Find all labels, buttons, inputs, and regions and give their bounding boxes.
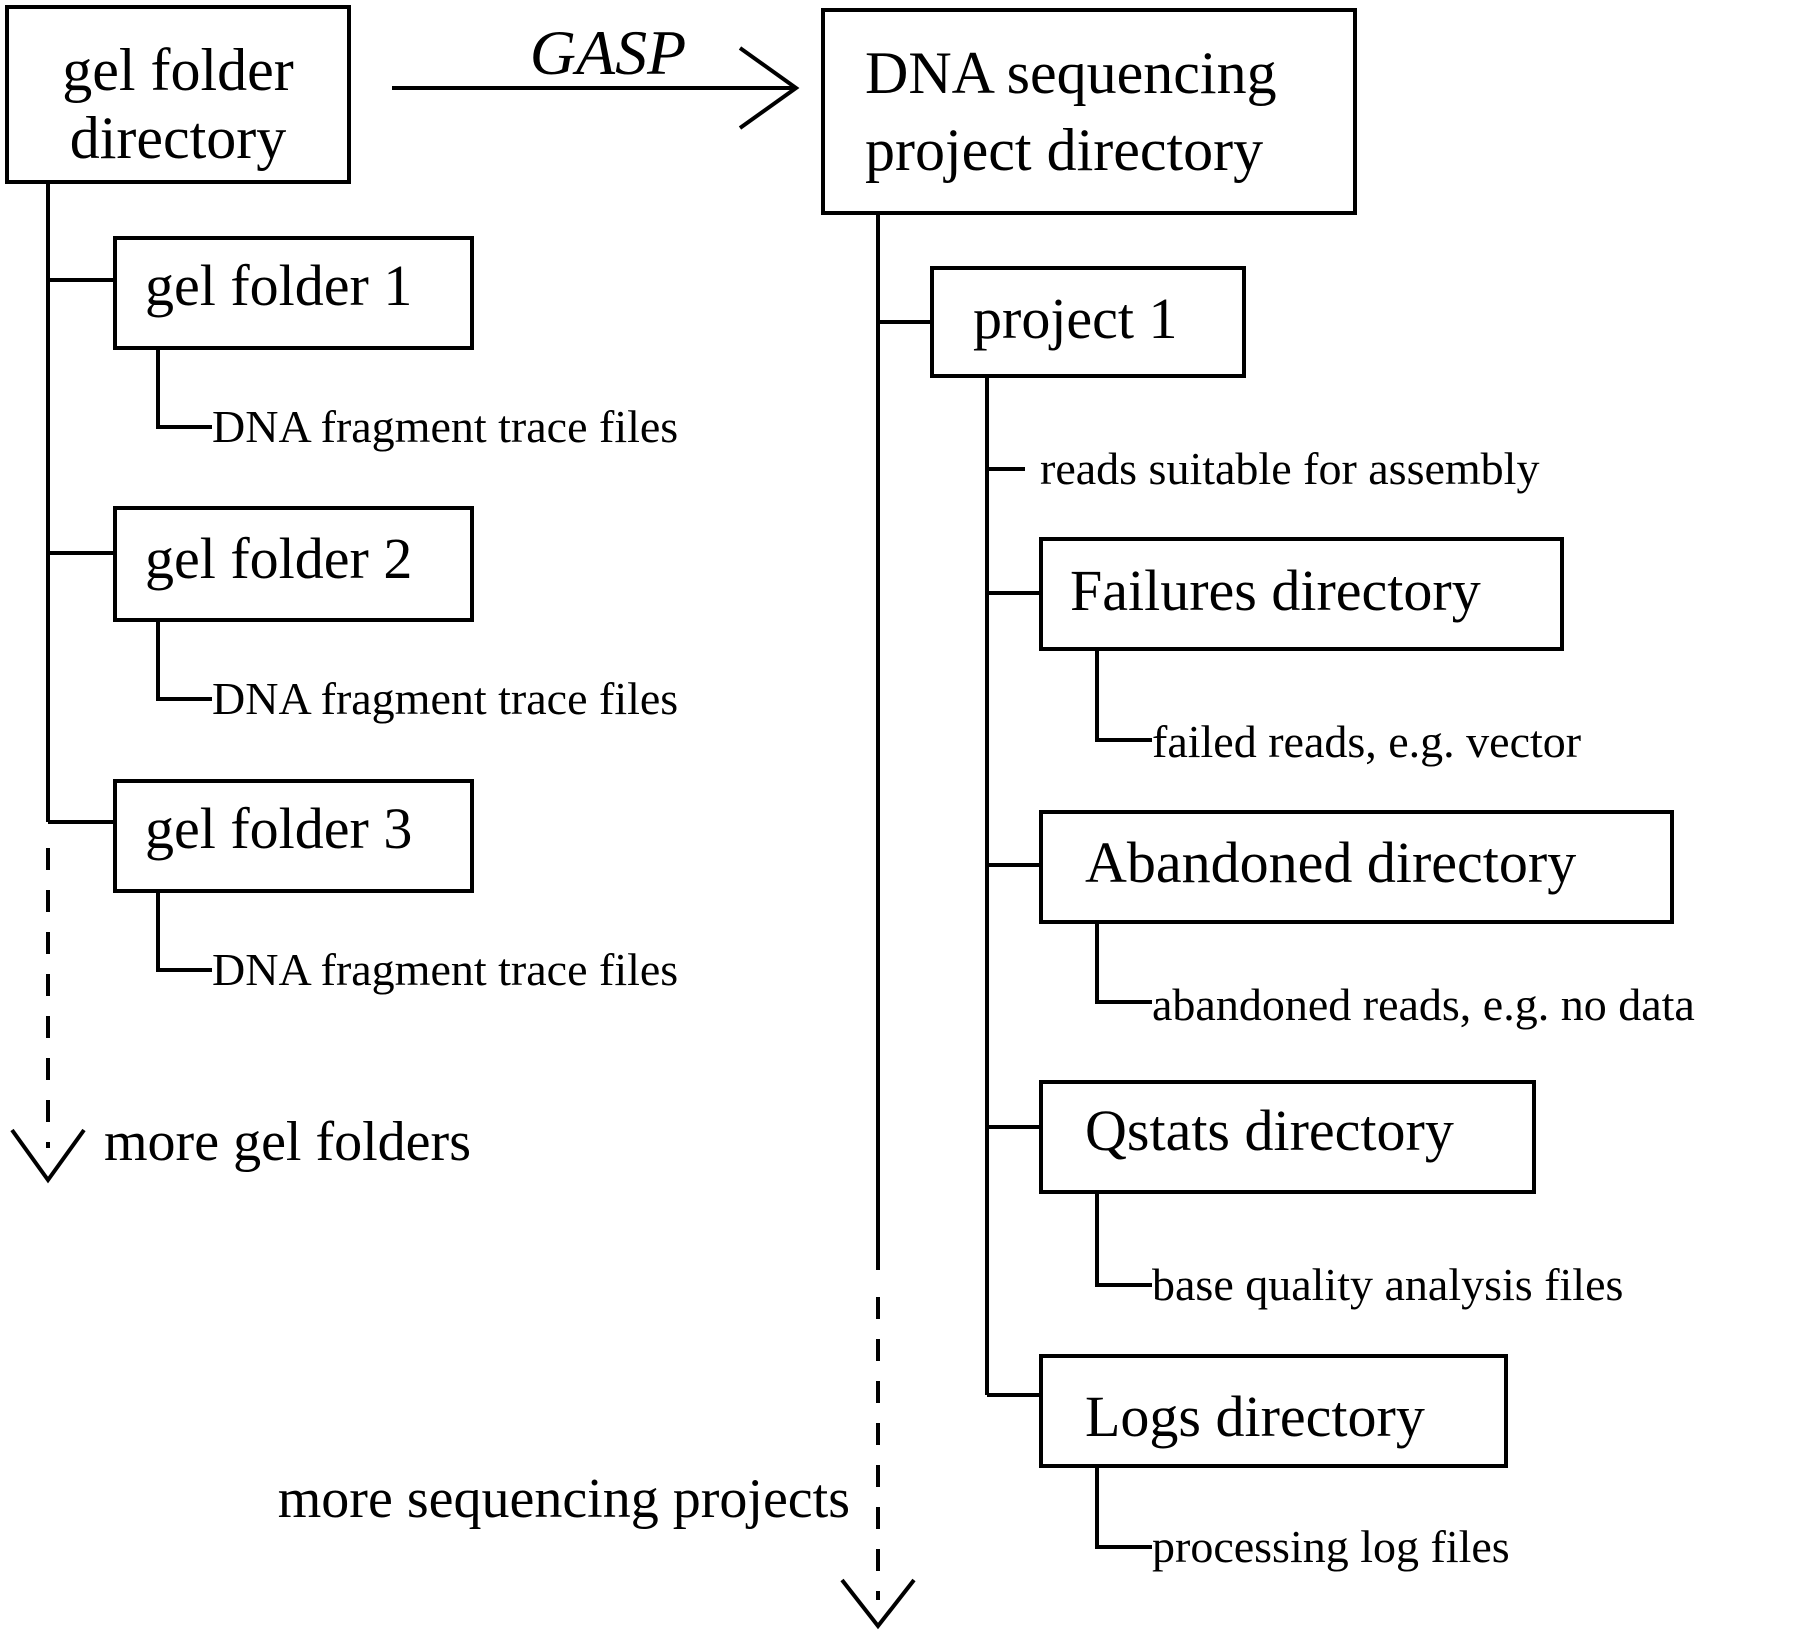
failures-directory-box bbox=[1039, 537, 1564, 651]
gasp-arrowhead bbox=[738, 46, 800, 130]
gel-folder-2-label: gel folder 2 bbox=[145, 526, 412, 591]
branch-failed-reads bbox=[1095, 649, 1152, 742]
gel-folder-3-box bbox=[113, 779, 474, 893]
gel-folder-directory-box bbox=[5, 5, 351, 184]
logs-directory-box bbox=[1039, 1354, 1508, 1468]
project-1-label: project 1 bbox=[973, 286, 1178, 351]
reads-suitable-label: reads suitable for assembly bbox=[1040, 443, 1539, 494]
qstats-directory-box bbox=[1039, 1080, 1536, 1194]
gel-folder-1-box bbox=[113, 236, 474, 350]
branch-quality-files bbox=[1095, 1192, 1152, 1287]
qstats-directory-label: Qstats directory bbox=[1085, 1098, 1454, 1163]
project-1-box bbox=[930, 266, 1246, 378]
gel-folder-directory-title-line1: gel folder bbox=[62, 37, 294, 103]
branch-trace-files-3 bbox=[156, 891, 212, 972]
abandoned-directory-label: Abandoned directory bbox=[1085, 830, 1576, 895]
branch-trace-files-1 bbox=[156, 348, 212, 429]
dna-sequencing-project-directory-box bbox=[821, 8, 1357, 215]
gel-folder-directory-title-line2: directory bbox=[70, 105, 287, 171]
quality-files-label: base quality analysis files bbox=[1152, 1259, 1623, 1310]
dna-sequencing-title-line1: DNA sequencing bbox=[865, 40, 1277, 106]
branch-trace-files-2 bbox=[156, 620, 212, 701]
left-down-arrowhead bbox=[10, 1128, 86, 1184]
gel-folder-2-box bbox=[113, 506, 474, 622]
log-files-label: processing log files bbox=[1152, 1521, 1510, 1572]
branch-abandoned-reads bbox=[1095, 922, 1152, 1004]
abandoned-directory-box bbox=[1039, 810, 1674, 924]
abandoned-reads-label: abandoned reads, e.g. no data bbox=[1152, 979, 1695, 1030]
gasp-label: GASP bbox=[530, 17, 686, 88]
branch-log-files bbox=[1095, 1466, 1152, 1549]
gel-folder-3-label: gel folder 3 bbox=[145, 796, 412, 861]
dna-sequencing-title-line2: project directory bbox=[865, 117, 1263, 183]
more-gel-folders-label: more gel folders bbox=[104, 1111, 471, 1173]
gel-folder-3-contents: DNA fragment trace files bbox=[212, 944, 678, 995]
more-sequencing-projects-label: more sequencing projects bbox=[278, 1468, 850, 1530]
logs-directory-label: Logs directory bbox=[1085, 1384, 1425, 1449]
right-down-arrowhead bbox=[840, 1578, 916, 1630]
gel-folder-1-contents: DNA fragment trace files bbox=[212, 401, 678, 452]
failed-reads-label: failed reads, e.g. vector bbox=[1152, 716, 1581, 767]
gel-folder-1-label: gel folder 1 bbox=[145, 253, 412, 318]
gel-folder-2-contents: DNA fragment trace files bbox=[212, 673, 678, 724]
failures-directory-label: Failures directory bbox=[1070, 558, 1481, 623]
